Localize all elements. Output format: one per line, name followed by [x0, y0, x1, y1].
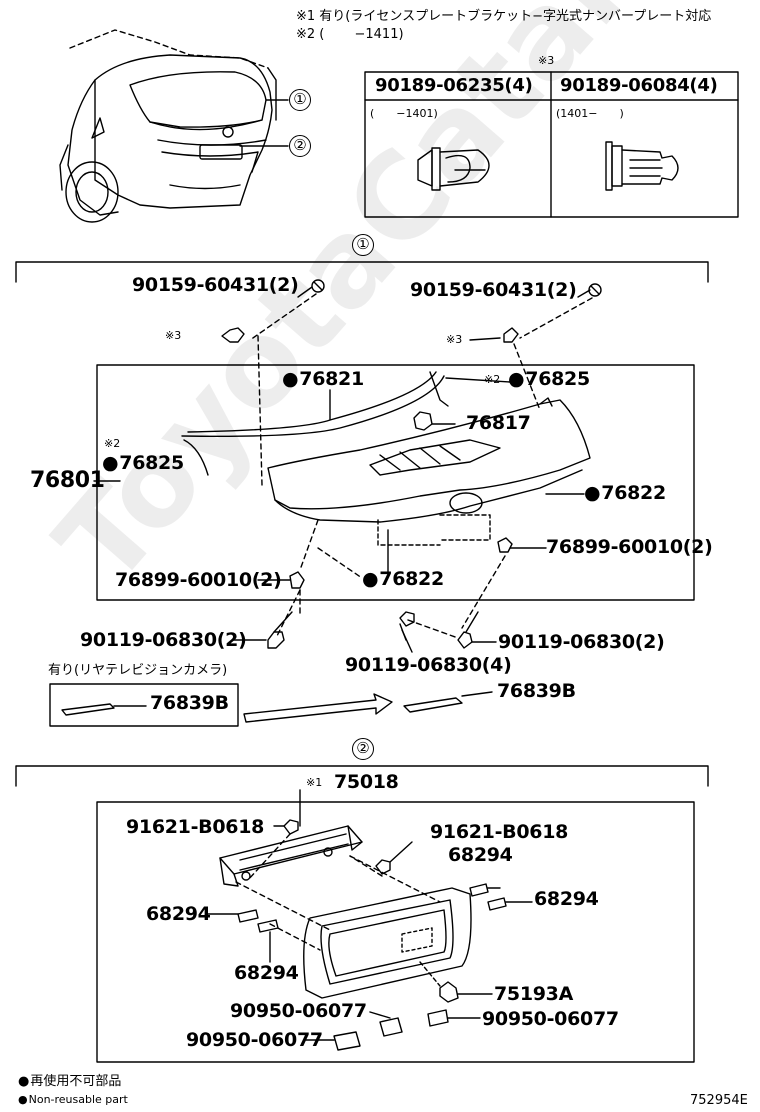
label-76801: 76801: [30, 468, 105, 493]
label-76825-left: 76825: [102, 454, 184, 473]
label-68294-bottom-left: 68294: [234, 962, 299, 984]
legend-line-2: Non-reusable part: [18, 1094, 128, 1105]
section1-marker: ①: [352, 234, 374, 256]
moulding-76825-top: [429, 371, 449, 407]
label-76825-left-mark: ※2: [104, 437, 121, 450]
camera-part-boxed: [61, 703, 147, 716]
clip-table-lines: [364, 71, 739, 218]
section2-frame: [96, 801, 695, 1063]
label-76821: 76821: [282, 370, 364, 389]
clip-range-1: ( −1401): [370, 107, 438, 120]
label-91621-right: 91621-B0618: [430, 821, 569, 843]
callout-2: ②: [289, 135, 311, 157]
label-90950-left: 90950-06077: [186, 1029, 323, 1051]
label-76825-top-mark: ※2: [484, 373, 501, 386]
note-2: ※2 ( −1411): [296, 27, 404, 42]
cushions-90950: [305, 1009, 481, 1051]
section1-bracket: [15, 261, 709, 283]
section2-screws: [247, 819, 413, 881]
callout-1: ①: [289, 89, 311, 111]
label-90119-left: 90119-06830(2): [80, 629, 247, 651]
fastener-76817: [413, 411, 456, 431]
section1-frame: [96, 364, 695, 601]
label-76839b: 76839B: [497, 680, 576, 702]
label-68294-top-right: 68294: [448, 844, 513, 866]
label-68294-mid-right: 68294: [534, 888, 599, 910]
label-76839b-boxed: 76839B: [150, 692, 229, 714]
label-90950-center: 90950-06077: [230, 1000, 367, 1022]
clip-part-2: 90189-06084(4): [560, 75, 718, 96]
legend-line-1: 再使用不可部品: [18, 1075, 121, 1088]
camera-arrow: [243, 693, 393, 723]
label-76817: 76817: [466, 412, 531, 434]
label-90159-60431-left: 90159-60431(2): [132, 274, 299, 296]
section2-marker: ②: [352, 738, 374, 760]
garnish-76801: [181, 371, 591, 546]
clip-mark-left: ※3: [165, 329, 182, 342]
part-75193a: [419, 961, 493, 1003]
pads-68294: [207, 883, 533, 963]
label-76822-bottom: 76822: [362, 570, 444, 589]
section1-lower-fasteners: [231, 519, 513, 653]
camera-option-box: [49, 683, 239, 727]
label-90159-60431-right: 90159-60431(2): [410, 279, 577, 301]
label-76822-right: 76822: [584, 484, 666, 503]
label-90119-right: 90119-06830(2): [498, 631, 665, 653]
label-76825-top: 76825: [508, 370, 590, 389]
moulding-76825-left: [183, 439, 209, 476]
section2-bracket: [15, 765, 709, 787]
bracket-75018: [219, 789, 363, 887]
clip-table-mark: ※3: [538, 54, 555, 67]
label-76899-left: 76899-60010(2): [115, 569, 282, 591]
clip-part-1: 90189-06235(4): [375, 75, 533, 96]
label-75018: 75018: [334, 771, 399, 793]
clip-mark-right: ※3: [446, 333, 463, 346]
diagram-id: 752954E: [690, 1093, 748, 1108]
camera-option-label: 有り(リヤテレビジョンカメラ): [48, 663, 228, 678]
vehicle-rear-sketch: [59, 29, 289, 223]
label-75193a: 75193A: [494, 983, 574, 1005]
label-90119-center: 90119-06830(4): [345, 654, 512, 676]
label-91621-left: 91621-B0618: [126, 816, 265, 838]
section1-leaders: [93, 377, 585, 581]
label-76899-right: 76899-60010(2): [546, 536, 713, 558]
label-75018-mark: ※1: [306, 776, 323, 789]
camera-part-installed: [403, 691, 493, 713]
label-68294-mid-left: 68294: [146, 903, 211, 925]
clip-range-2: (1401− ): [556, 107, 624, 120]
note-1: ※1 有り(ライセンスプレートブラケット−字光式ナンバープレート対応: [296, 9, 712, 24]
label-90950-right: 90950-06077: [482, 1008, 619, 1030]
